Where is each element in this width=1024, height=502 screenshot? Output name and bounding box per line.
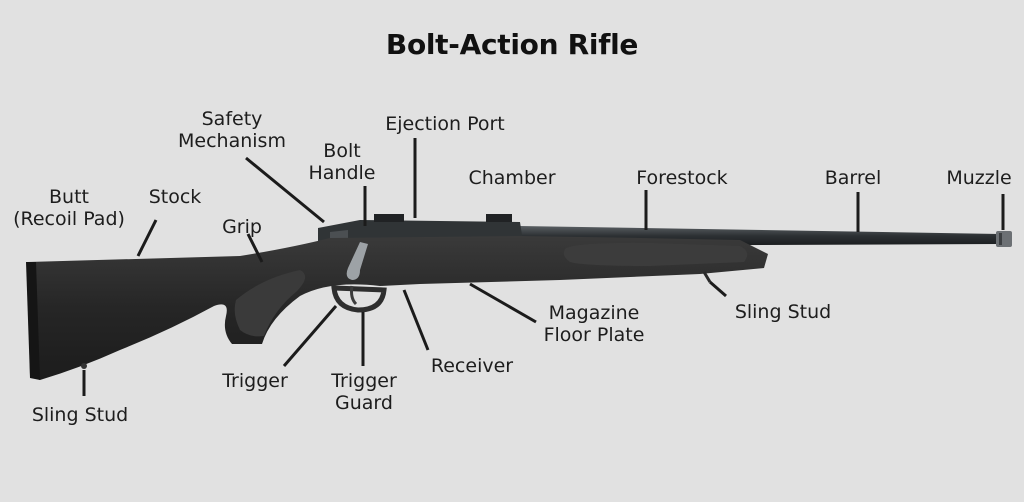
grip-leader-line	[246, 233, 264, 263]
trigger-guard-shape	[331, 285, 387, 313]
rear-sling-stud-label: Sling Stud	[31, 404, 129, 426]
grip-panel	[234, 270, 306, 337]
diagram-title: Bolt-Action Rifle	[385, 28, 639, 61]
safety-label: Safety Mechanism	[172, 108, 292, 152]
magazine-floor-plate-label: Magazine Floor Plate	[534, 302, 654, 346]
trigger-leader-line	[282, 305, 338, 367]
recoil-pad-shape	[26, 262, 40, 380]
trigger-guard-label-line1: Trigger	[331, 370, 397, 392]
butt-label-line2: (Recoil Pad)	[13, 208, 125, 230]
trigger-guard-label: Trigger Guard	[324, 370, 404, 414]
trigger-label: Trigger	[222, 370, 288, 392]
ejection-port-label: Ejection Port	[385, 113, 505, 135]
magazine-floor-plate-leader-line	[469, 282, 537, 324]
bolt-handle-label: Bolt Handle	[302, 140, 382, 184]
grip-label: Grip	[222, 216, 262, 238]
trigger-guard-label-line2: Guard	[335, 392, 393, 414]
receiver-leader-line	[402, 289, 430, 351]
safety-label-line1: Safety	[201, 108, 263, 130]
muzzle-shape	[996, 231, 1012, 247]
muzzle-label: Muzzle	[946, 167, 1012, 189]
magazine-label-line1: Magazine	[548, 302, 640, 324]
barrel-label: Barrel	[824, 167, 882, 189]
front-scope-base	[486, 214, 512, 222]
front-sling-stud-leader-line	[709, 280, 727, 298]
chamber-label: Chamber	[468, 167, 556, 189]
butt-label-line1: Butt	[49, 186, 89, 208]
stock-label: Stock	[148, 186, 202, 208]
safety-leader-line	[245, 156, 325, 224]
bolt-handle-shape	[346, 242, 368, 280]
receiver-label: Receiver	[430, 355, 514, 377]
bolt-handle-label-line1: Bolt	[323, 140, 361, 162]
safety-label-line2: Mechanism	[178, 130, 286, 152]
trigger-shape	[350, 285, 358, 306]
rear-scope-base	[374, 214, 404, 222]
front-sling-stud-shape	[702, 271, 712, 283]
leader-lines	[82, 138, 1005, 396]
bolt-handle-label-line2: Handle	[308, 162, 376, 184]
forestock-label: Forestock	[636, 167, 728, 189]
front-sling-stud-label: Sling Stud	[734, 301, 832, 323]
stock-shape	[26, 236, 768, 380]
magazine-label-line2: Floor Plate	[543, 324, 645, 346]
butt-label: Butt (Recoil Pad)	[6, 186, 132, 230]
forestock-grip-panel	[563, 242, 748, 266]
stock-leader-line	[136, 219, 158, 257]
rear-sling-stud-shape	[81, 363, 87, 369]
